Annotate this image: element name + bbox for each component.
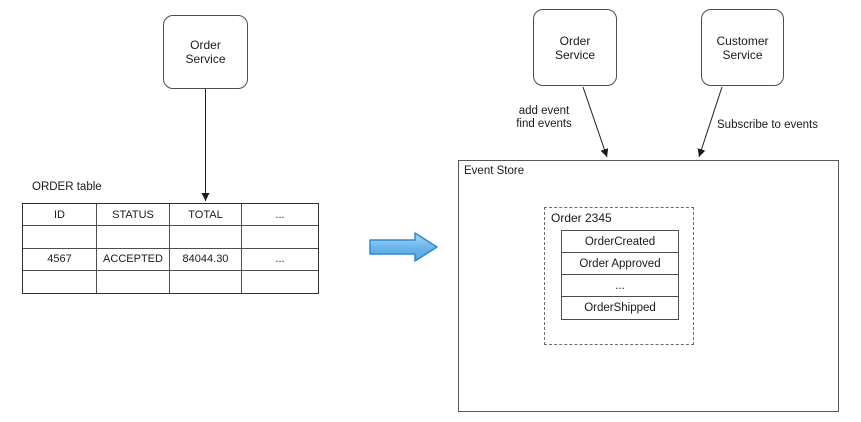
order-service-node-left: Order Service [163, 15, 248, 89]
table-cell: ... [242, 249, 318, 271]
arrow-customerservice-to-eventstore [697, 86, 723, 158]
table-cell [23, 226, 97, 249]
order-table-title: ORDER table [32, 181, 102, 193]
table-cell [170, 270, 242, 293]
table-header-cell: ID [23, 204, 97, 227]
table-cell [242, 226, 318, 249]
event-store-container: Event Store Order 2345 OrderCreated Orde… [458, 160, 839, 412]
event-row: ... [562, 275, 678, 297]
event-list: OrderCreated Order Approved ... OrderShi… [561, 230, 679, 320]
arrow-orderservice-to-eventstore [582, 86, 609, 158]
order-2345-group: Order 2345 OrderCreated Order Approved .… [544, 207, 694, 345]
customer-service-node: Customer Service [701, 9, 784, 86]
order-service-label-left: Order Service [185, 38, 226, 66]
table-header-cell: TOTAL [170, 204, 242, 227]
table-cell [23, 270, 97, 293]
event-row: OrderCreated [562, 231, 678, 253]
subscribe-to-events-label: Subscribe to events [717, 119, 819, 131]
table-cell [170, 226, 242, 249]
customer-service-label: Customer Service [716, 33, 769, 62]
order-service-label-right: Order Service [554, 33, 595, 62]
table-header-cell: ... [242, 204, 318, 227]
event-row: Order Approved [562, 253, 678, 275]
table-cell: 4567 [23, 248, 97, 271]
order-service-node-right: Order Service [533, 9, 617, 86]
add-find-events-label: add event find events [516, 105, 572, 130]
event-store-label: Event Store [464, 165, 525, 177]
blue-right-arrow-icon [369, 232, 438, 262]
event-row: OrderShipped [584, 302, 656, 314]
table-cell [242, 271, 318, 293]
table-cell: 84044.30 [170, 248, 242, 271]
table-cell [97, 270, 170, 293]
table-header-cell: STATUS [97, 204, 170, 227]
order-table: ID STATUS TOTAL ... 4567 ACCEPTED 84044.… [22, 203, 319, 294]
table-cell [97, 226, 170, 249]
table-cell: ACCEPTED [97, 248, 170, 271]
order-2345-label: Order 2345 [551, 211, 612, 225]
